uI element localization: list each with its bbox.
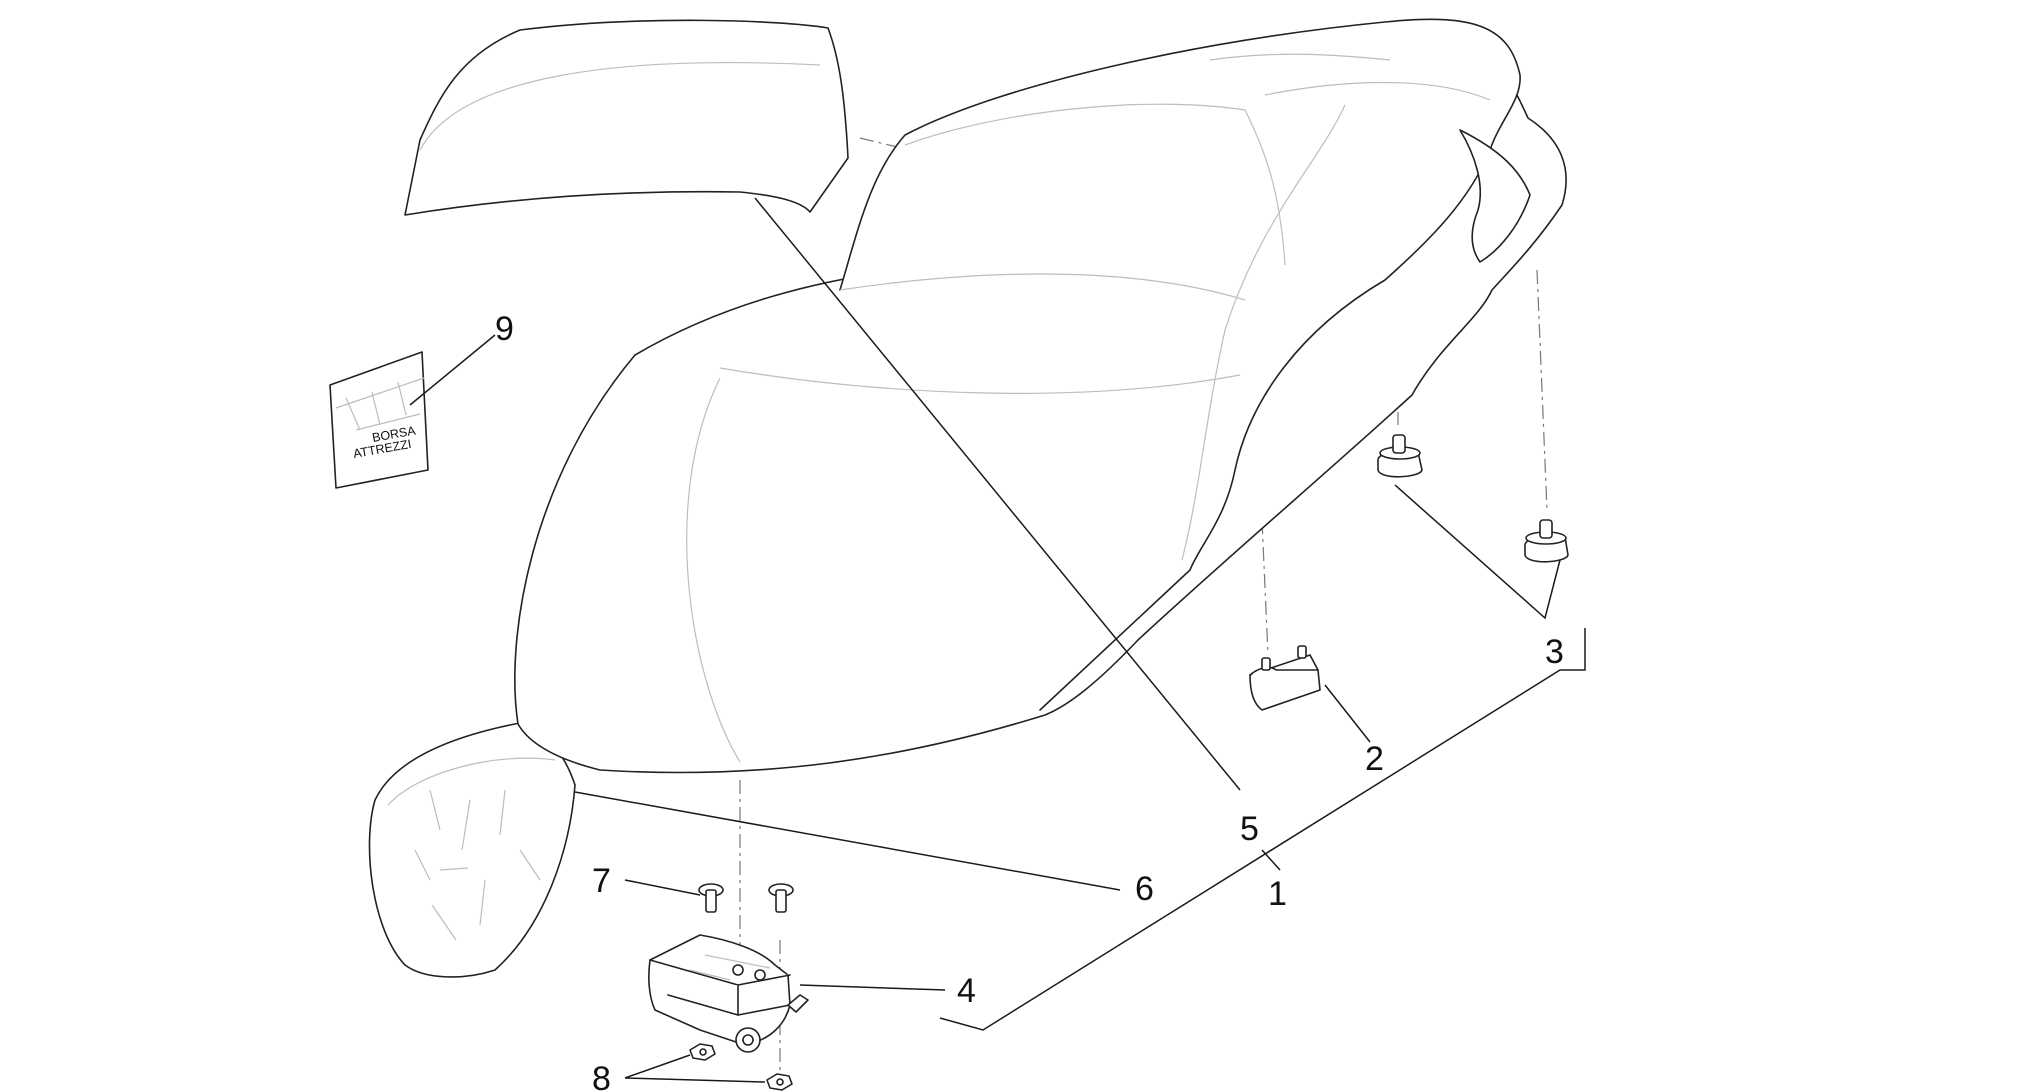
seat-buffer [1249,645,1321,711]
leader-lines [409,197,1586,1083]
hinge-screws [698,883,794,913]
callout-9: 9 [495,310,514,348]
callout-7: 7 [592,862,611,900]
tool-bag: BORSA ATTREZZI [329,351,429,489]
callout-labels: 1 2 3 4 5 6 7 8 9 [495,310,1564,1092]
rubber-buffers [1377,434,1569,563]
callout-3: 3 [1545,633,1564,671]
callout-8: 8 [592,1060,611,1092]
front-cover [368,721,576,978]
main-seat [514,18,1567,774]
callout-5: 5 [1240,810,1259,848]
hinge-nuts [689,1043,793,1091]
callout-6: 6 [1135,870,1154,908]
callout-2: 2 [1365,740,1384,778]
callout-4: 4 [957,972,976,1010]
callout-1: 1 [1268,875,1287,913]
seat-hinge [648,934,809,1053]
backrest-pad [404,19,849,216]
